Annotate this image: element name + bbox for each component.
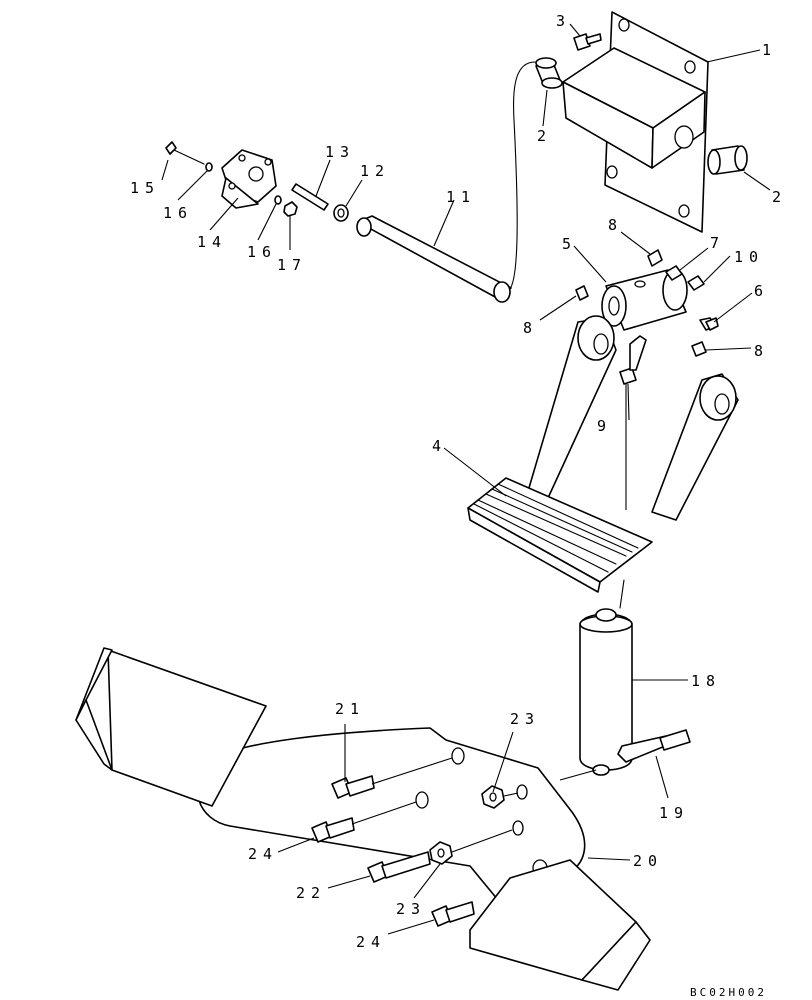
- callout-16-left: 16: [163, 204, 193, 222]
- part-1-mounting-bracket: [562, 11, 709, 233]
- part-2-bushing-top: [535, 57, 563, 89]
- callout-24-upper: 24: [248, 845, 278, 863]
- callout-10: 10: [734, 248, 764, 266]
- right-pedal-pad: [469, 859, 651, 991]
- drawing-code: BC02H002: [690, 986, 767, 999]
- callout-8-top: 8: [608, 216, 623, 234]
- callout-23-lower: 23: [396, 900, 426, 918]
- callout-3: 3: [556, 12, 571, 30]
- callout-18: 18: [691, 672, 721, 690]
- callout-15: 15: [130, 179, 160, 197]
- part-16-washer-left: [205, 162, 213, 172]
- part-12-nut: [333, 204, 349, 222]
- callout-17: 17: [277, 256, 307, 274]
- part-24-bolt-lower: [431, 901, 475, 927]
- callout-22: 22: [296, 884, 326, 902]
- callout-19: 19: [659, 804, 689, 822]
- callout-1: 1: [762, 41, 777, 59]
- part-17-nut: [283, 201, 298, 217]
- part-8-grease-fitting-left: [575, 285, 589, 301]
- part-23-nut-upper: [481, 785, 505, 809]
- callout-labels: 1 2 2 3 4 5 6 7 8 8 8 9 10 11 12 13 14 1…: [130, 12, 787, 951]
- part-6-fitting: [699, 317, 719, 331]
- leader-lines: [161, 23, 771, 935]
- part-8-grease-fitting-top: [647, 249, 663, 267]
- part-23-nut-lower: [429, 841, 453, 865]
- callout-8-right: 8: [754, 342, 769, 360]
- callout-20: 20: [633, 852, 663, 870]
- callout-23-upper: 23: [510, 710, 540, 728]
- part-16-washer-right: [274, 195, 282, 205]
- part-15-screw: [165, 141, 205, 165]
- callout-24-lower: 24: [356, 933, 386, 951]
- callout-2-right: 2: [772, 188, 787, 206]
- callout-16-right: 16: [247, 243, 277, 261]
- part-7-fitting: [665, 265, 683, 281]
- part-21-bolt: [331, 775, 375, 799]
- callout-21: 21: [335, 700, 365, 718]
- part-22-bolt: [367, 851, 431, 883]
- part-5-pivot-housing: [601, 269, 688, 331]
- callout-8-left: 8: [523, 319, 538, 337]
- part-4-pedal: [467, 315, 739, 593]
- part-3-bolt: [573, 33, 602, 51]
- callout-13: 13: [325, 143, 355, 161]
- callout-11: 11: [446, 188, 476, 206]
- callout-5: 5: [562, 235, 577, 253]
- callout-14: 14: [197, 233, 227, 251]
- part-19-rod: [617, 729, 691, 763]
- callout-9: 9: [597, 417, 612, 435]
- part-9-set-screw: [619, 335, 647, 385]
- callout-4: 4: [432, 437, 447, 455]
- callout-12: 12: [360, 162, 390, 180]
- left-pedal-pad: [75, 647, 267, 807]
- part-2-bushing-right: [707, 145, 748, 175]
- assembly-line-cylinder: [619, 579, 625, 609]
- callout-6: 6: [754, 282, 769, 300]
- part-8-grease-fitting-right: [691, 341, 707, 357]
- part-24-bolt-upper: [311, 817, 355, 843]
- callout-7: 7: [710, 234, 725, 252]
- assembly-line-shaft: [508, 61, 536, 291]
- part-18-cylinder: [579, 608, 633, 776]
- part-10-fitting: [687, 275, 705, 291]
- callout-2-top: 2: [537, 127, 552, 145]
- part-11-shaft: [356, 215, 512, 303]
- part-13-pin: [291, 183, 329, 211]
- part-14-sensor: [221, 149, 277, 209]
